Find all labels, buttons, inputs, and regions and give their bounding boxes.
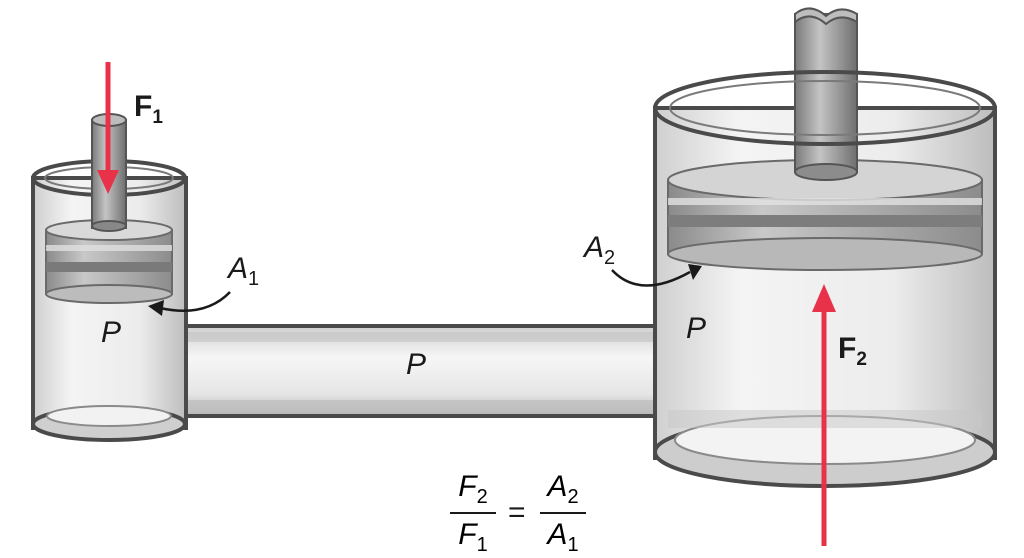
pascal-equation: F2 F1 = A2 A1 — [450, 470, 600, 558]
equation-lhs-numerator: F2 — [458, 470, 488, 508]
area-pointer-large — [611, 264, 702, 287]
area-pointer-small — [148, 291, 231, 316]
equation-rhs-numerator: A2 — [547, 470, 579, 508]
pressure-large-label: P — [686, 312, 707, 345]
force-in-label: F1 — [134, 90, 163, 128]
pressure-pipe-label: P — [406, 348, 427, 381]
large-cylinder-rim — [653, 70, 997, 146]
equation-rhs-denominator: A1 — [547, 518, 579, 556]
force-arrow-in — [97, 62, 119, 194]
equation-lhs-bar — [450, 512, 496, 514]
force-arrow-out — [812, 284, 836, 546]
area-small-label: A1 — [228, 252, 260, 290]
equation-rhs-bar — [540, 512, 586, 514]
pressure-small-label: P — [101, 316, 122, 349]
equation-lhs-denominator: F1 — [458, 518, 488, 556]
equation-equals: = — [508, 496, 526, 529]
large-rod — [794, 7, 858, 181]
small-piston — [45, 219, 173, 304]
force-out-label: F2 — [838, 332, 867, 370]
area-large-label: A2 — [584, 231, 616, 269]
